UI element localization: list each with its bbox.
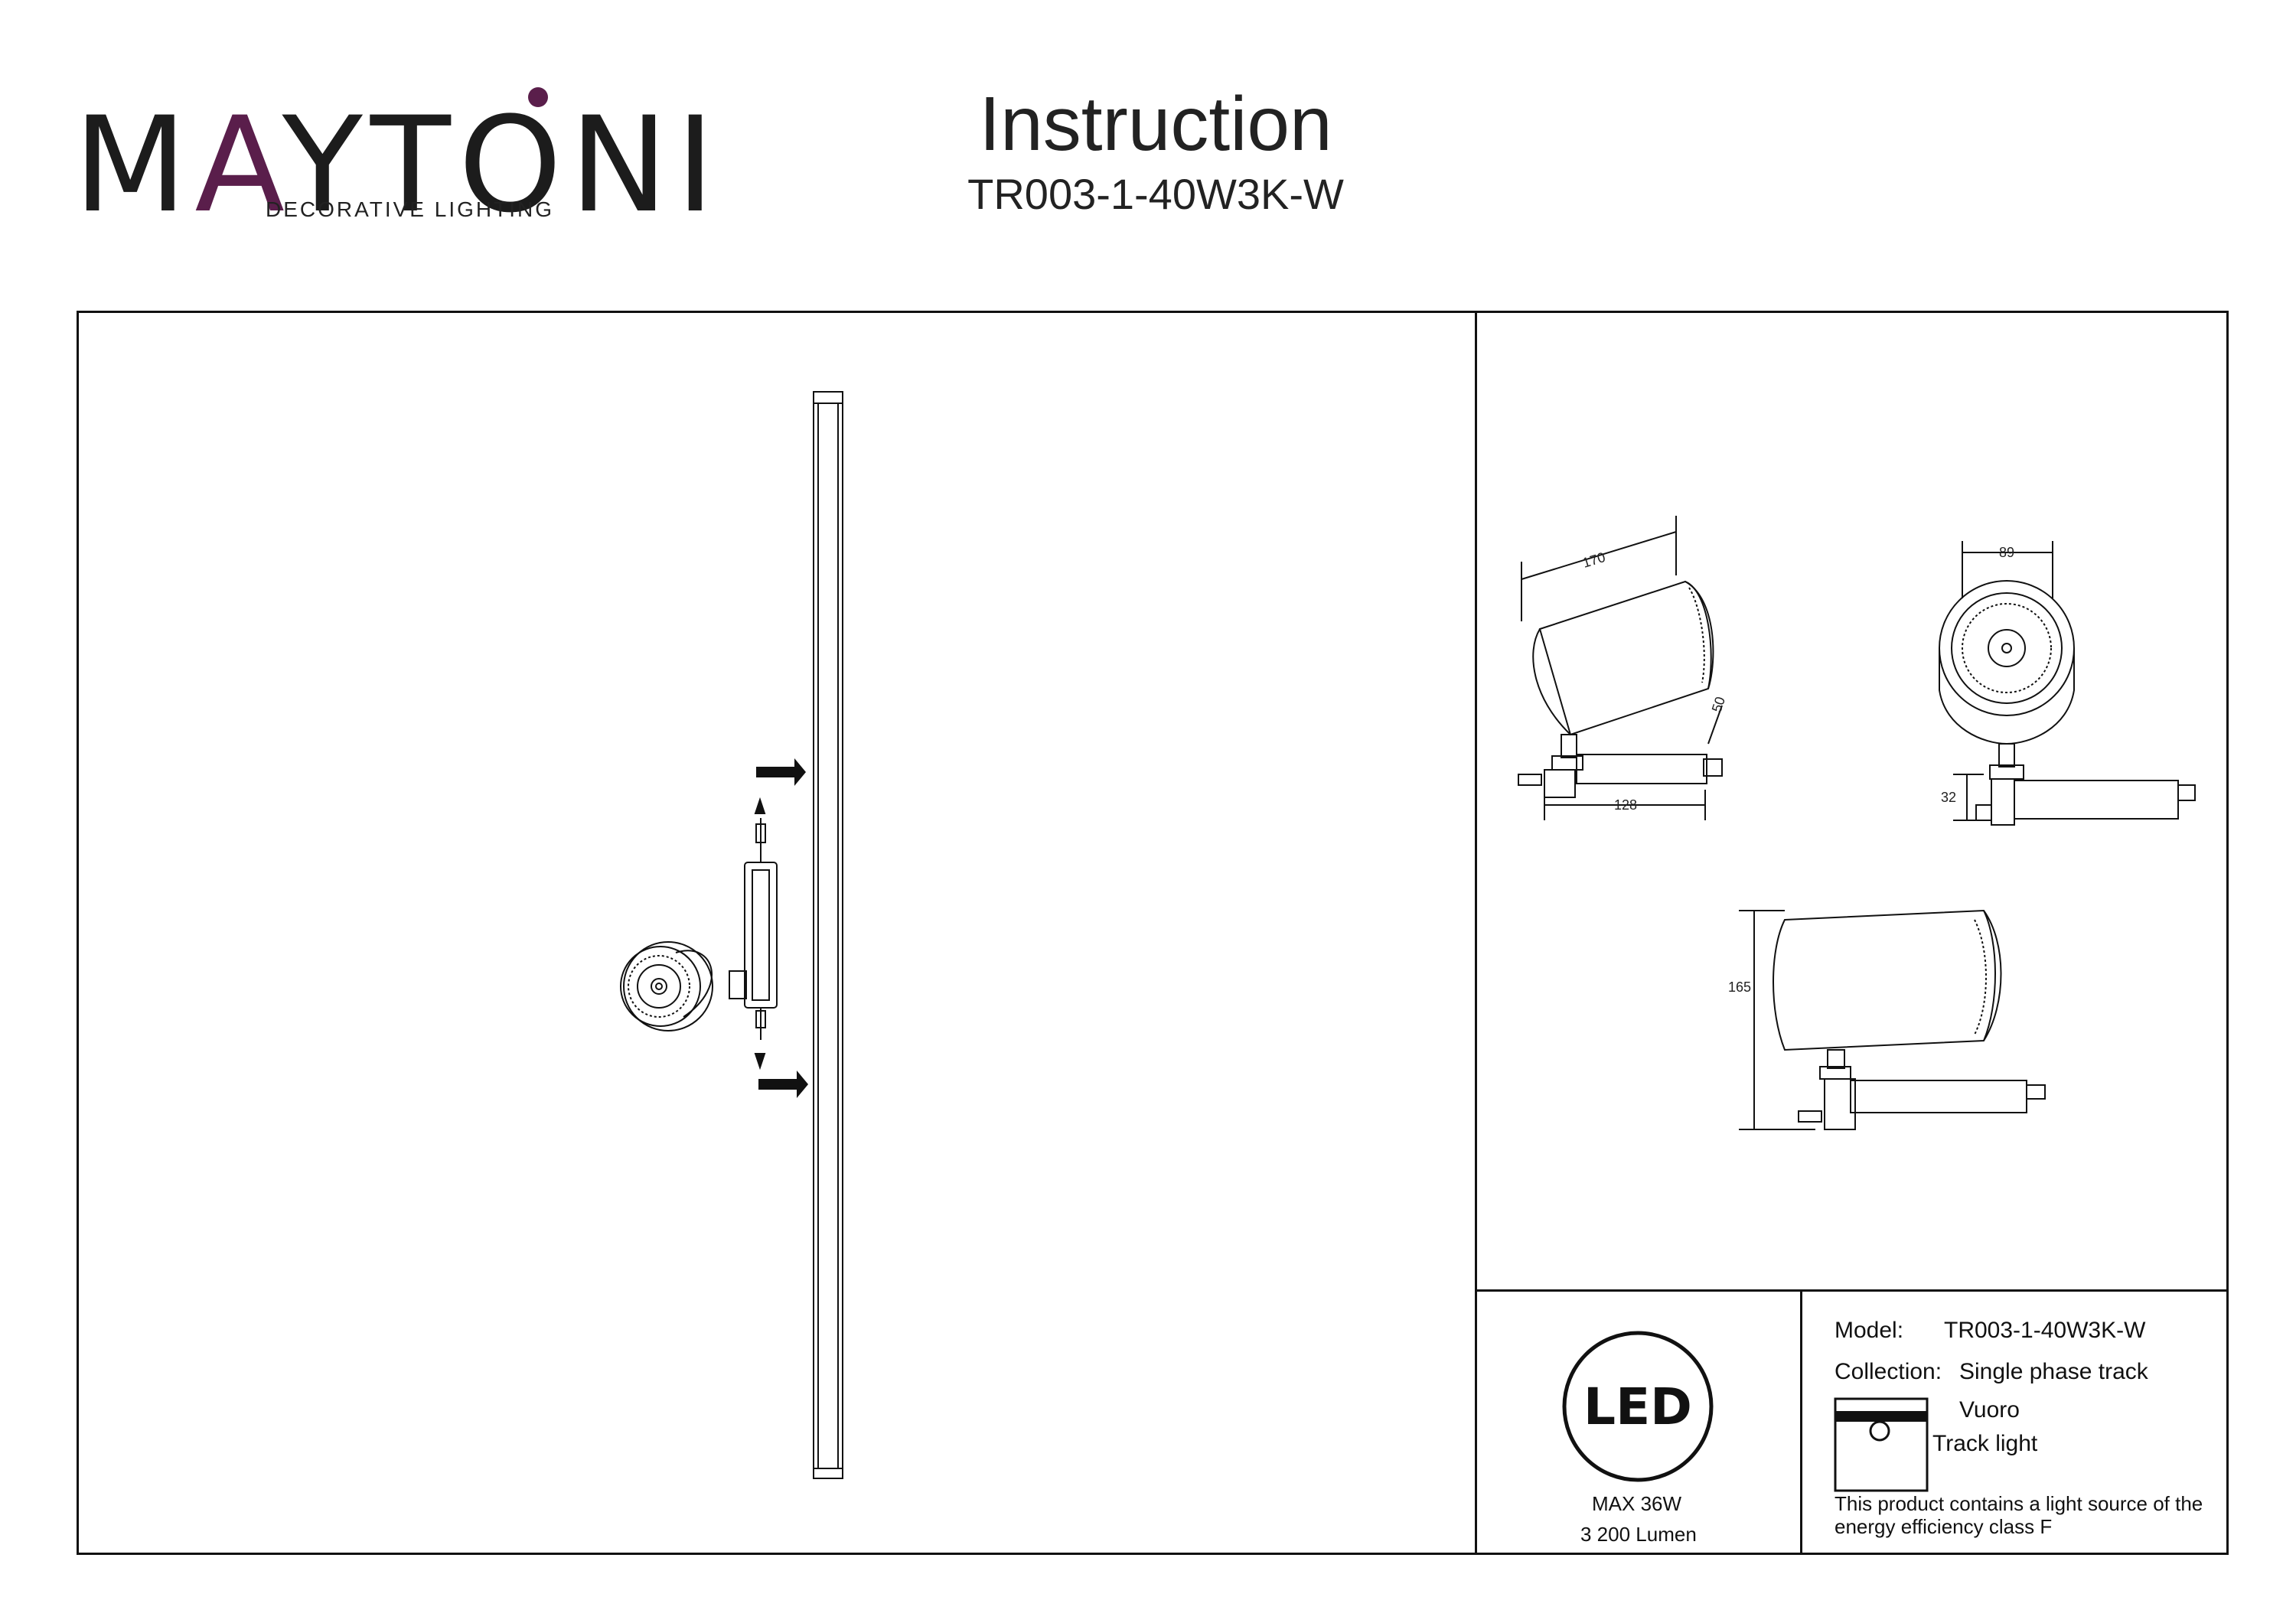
side-view-horizontal [1739,909,2046,1130]
page-title: Instruction [979,81,1332,167]
dim-width: 89 [1999,545,2014,560]
brand-wordmark: MAYTONI [73,88,722,242]
track-adapter [729,818,778,1040]
lumen-rating: 3 200 Lumen [1580,1523,1697,1546]
collection-label: Collection: [1835,1359,1942,1384]
side-view-angled [1518,516,1723,820]
dim-depth: 128 [1614,797,1637,813]
power-rating: MAX 36W [1592,1492,1682,1515]
model-number: TR003-1-40W3K-W [967,170,1344,218]
installation-drawing [620,391,843,1479]
product-type: Track light [1932,1431,2038,1456]
model-label: Model: [1835,1318,1904,1343]
track-rail [813,391,843,1479]
energy-class-line2: energy efficiency class F [1835,1515,2053,1538]
brand-tagline: DECORATIVE LIGHTING [266,197,554,221]
dim-head-offset: 50 [1709,695,1728,714]
frame-divider-horizontal [1475,1289,2229,1292]
dim-height: 165 [1728,979,1751,995]
led-badge-text: LED [1583,1377,1692,1436]
series-name: Vuoro [1959,1397,2020,1423]
model-value: TR003-1-40W3K-W [1944,1318,2146,1343]
frame-divider-vertical [1475,311,1477,1555]
arrow-right-icon [758,1071,808,1098]
arrow-right-icon [756,758,806,786]
instruction-frame [77,311,2229,1555]
info-divider-vertical [1800,1289,1802,1555]
dim-base-height: 32 [1941,790,1956,805]
dim-length: 170 [1580,549,1607,571]
dimension-drawings: 170 128 50 89 32 165 [1518,516,2196,1130]
brand-logo: MAYTONI DECORATIVE LIGHTING [73,84,715,237]
collection-value: Single phase track [1959,1359,2148,1384]
track-light-icon [1834,1397,1929,1492]
led-badge-icon: LED [1562,1331,1714,1482]
logo-dot [528,87,548,107]
spotlight-head [620,941,713,1031]
energy-class-line1: This product contains a light source of … [1835,1492,2203,1515]
front-view [1939,541,2196,826]
